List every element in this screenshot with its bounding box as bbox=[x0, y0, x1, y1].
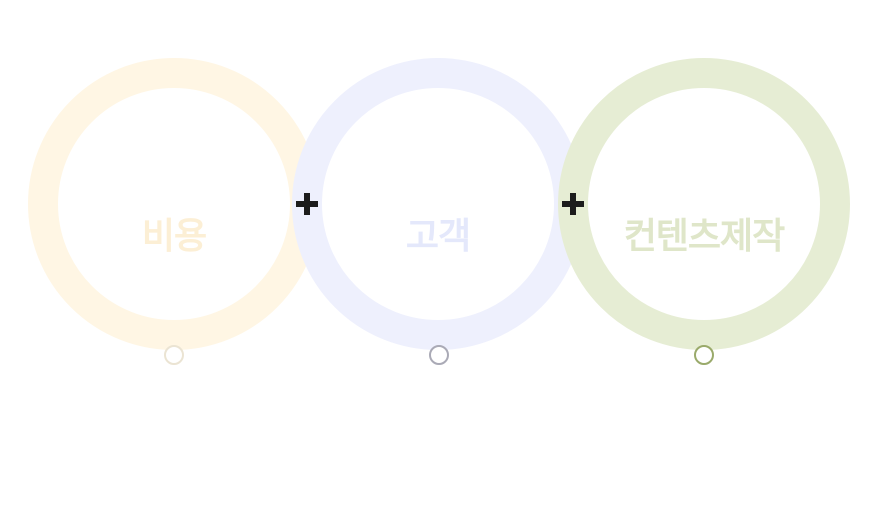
plus-icon bbox=[296, 193, 318, 215]
marker-dot-customer bbox=[429, 345, 449, 365]
label-cost: 비용 bbox=[141, 216, 207, 257]
ring-customer bbox=[292, 58, 584, 350]
plus-icon bbox=[562, 193, 584, 215]
label-customer: 고객 bbox=[405, 216, 471, 257]
label-content-production: 컨텐츠제작 bbox=[623, 216, 786, 257]
ring-cost bbox=[28, 58, 320, 350]
marker-dot-cost bbox=[164, 345, 184, 365]
marker-dot-content-production bbox=[694, 345, 714, 365]
ring-content-production bbox=[558, 58, 850, 350]
